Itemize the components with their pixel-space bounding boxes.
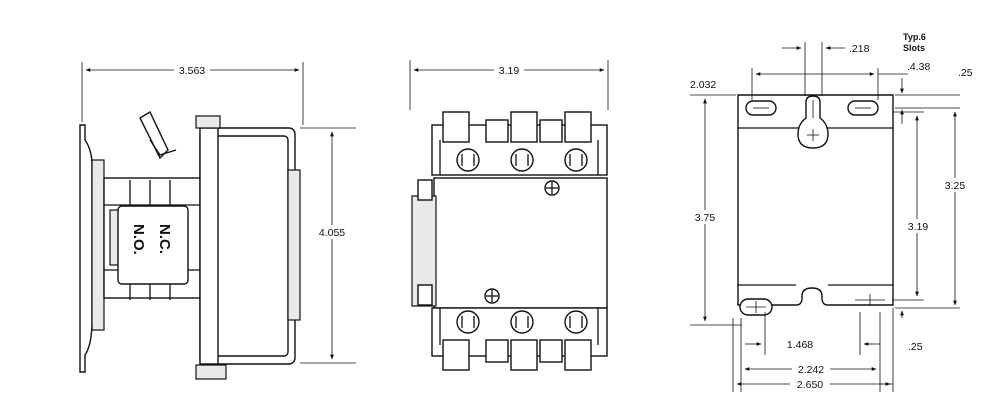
front-width-dimension: 3.19 [499,65,520,77]
left-height-dimension: 2.032 [690,79,716,91]
mount-view: .218 Typ.6 Slots .4.38 .25 3.25 3.19 .25… [690,32,973,392]
total-height-dimension: 3.75 [695,212,716,224]
bottom-offset-dimension: .25 [908,341,923,353]
front-view: 3.19 [409,60,609,371]
side-width-dimension: 3.563 [179,65,205,77]
right-height-dimension: 3.25 [945,180,966,192]
no-contact-label: N.O. [130,224,147,255]
nc-contact-label: N.C. [156,224,173,254]
slot-width-dimension: .218 [849,43,870,55]
mid-height-dimension: 3.19 [908,221,929,233]
overall-width-dimension: 2.650 [797,379,823,391]
hole-spacing-dimension: 2.242 [798,364,824,376]
slots-note-line2: Slots [903,43,925,53]
top-offset-dimension: .25 [958,67,973,79]
side-height-dimension: 4.055 [319,227,345,239]
slots-note-line1: Typ.6 [903,32,926,42]
side-view: 3.563 4.055 N.O. N.C. [79,62,356,380]
slot-spacing-dimension: 1.468 [787,339,813,351]
slot-span-dimension: .4.38 [907,61,931,73]
